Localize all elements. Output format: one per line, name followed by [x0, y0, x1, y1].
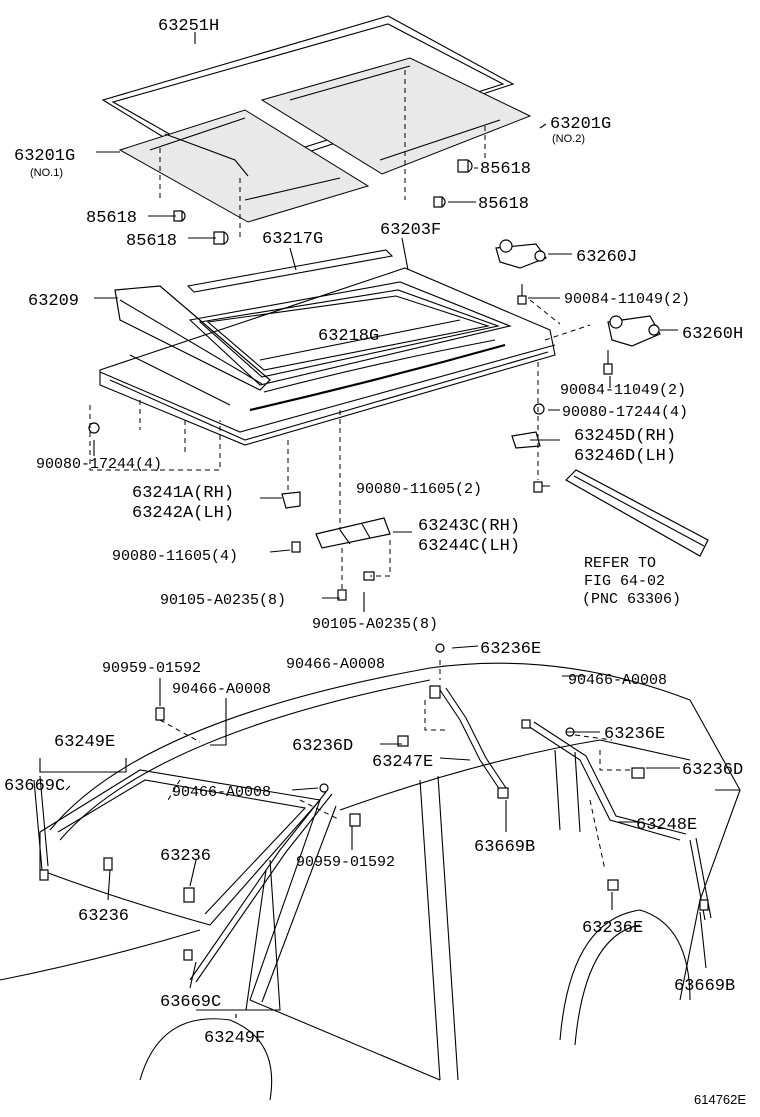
guide-glass1 — [159, 70, 486, 240]
part-63217G — [186, 249, 394, 293]
bolt-90080-11605-l — [291, 541, 301, 553]
label-63669C-a: 63669C — [4, 777, 65, 796]
label-90466-b: 90466-A0008 — [172, 681, 271, 698]
label-85618-a: 85618 — [86, 209, 137, 228]
label-85618-c: 85618 — [480, 160, 531, 179]
guide-lower — [159, 660, 630, 871]
clip-85618-b — [213, 231, 229, 245]
label-63201G-no1-sub: (NO.1) — [30, 167, 63, 179]
label-90105-a: 90105-A0235(8) — [160, 592, 286, 609]
label-90080-17244-l: 90080-17244(4) — [36, 456, 162, 473]
part-sunshade-roll — [565, 469, 709, 557]
label-63249F: 63249F — [204, 1029, 265, 1048]
label-90080-11605-l: 90080-11605(4) — [112, 548, 238, 565]
part-63201G-no2-glass — [260, 57, 532, 175]
part-63201G-no1-glass — [118, 109, 370, 223]
label-90084-b: 90084-11049(2) — [560, 382, 686, 399]
label-63201G-no1: 63201G — [14, 147, 75, 166]
nut-90080-17244-l — [88, 422, 100, 434]
label-90084-a: 90084-11049(2) — [564, 291, 690, 308]
label-63209: 63209 — [28, 292, 79, 311]
bolt-90084-a — [517, 284, 527, 305]
leaders-lower — [39, 645, 707, 1018]
label-63201G-no2: 63201G — [550, 115, 611, 134]
bolt-90084-b — [603, 350, 613, 375]
screw-90105-a — [337, 589, 347, 601]
label-63260J: 63260J — [576, 248, 637, 267]
label-90105-b: 90105-A0235(8) — [312, 616, 438, 633]
label-63236E-c: 63236E — [582, 919, 643, 938]
label-85618-d: 85618 — [478, 195, 529, 214]
bracket-63241A — [281, 491, 301, 509]
label-fig-64-02: FIG 64-02 — [584, 573, 665, 590]
label-63669B-a: 63669B — [474, 838, 535, 857]
fittings-lower — [39, 643, 709, 961]
label-63244C: 63244C(LH) — [418, 537, 520, 556]
part-63260H-motor — [607, 315, 661, 347]
label-63260H: 63260H — [682, 325, 743, 344]
part-63218G — [263, 339, 496, 393]
part-63260J-motor — [495, 239, 547, 269]
label-90466-d: 90466-A0008 — [172, 784, 271, 801]
label-63669C-b: 63669C — [160, 993, 221, 1012]
label-63236-b: 63236 — [78, 907, 129, 926]
leaders-upper — [93, 32, 678, 612]
nut-90080-17244-r — [533, 403, 545, 415]
label-63249E: 63249E — [54, 733, 115, 752]
vehicle-body — [0, 662, 741, 1101]
bracket-63243C — [315, 517, 391, 549]
label-63236E-a: 63236E — [480, 640, 541, 659]
label-63236-a: 63236 — [160, 847, 211, 866]
part-63203F-housing — [99, 267, 556, 446]
label-63245D: 63245D(RH) — [574, 427, 676, 446]
clip-85618-d — [433, 196, 446, 208]
label-85618-b: 85618 — [126, 232, 177, 251]
illustration-code: 614762E — [694, 1092, 746, 1107]
label-63243C: 63243C(RH) — [418, 517, 520, 536]
label-63247E: 63247E — [372, 753, 433, 772]
drain-hoses — [33, 687, 712, 983]
label-63248E: 63248E — [636, 816, 697, 835]
label-refer-to: REFER TO — [584, 555, 656, 572]
label-90959-b: 90959-01592 — [296, 854, 395, 871]
label-63236D-a: 63236D — [292, 737, 353, 756]
label-pnc-63306: (PNC 63306) — [582, 591, 681, 608]
label-63236E-b: 63236E — [604, 725, 665, 744]
bolt-90080-11605-r — [533, 481, 543, 493]
label-63242A: 63242A(LH) — [132, 504, 234, 523]
guide-middle — [89, 299, 591, 592]
label-63203F: 63203F — [380, 221, 441, 240]
label-63241A: 63241A(RH) — [132, 484, 234, 503]
label-90080-17244-r: 90080-17244(4) — [562, 404, 688, 421]
label-90080-11605-r: 90080-11605(2) — [356, 481, 482, 498]
clip-85618-c — [457, 159, 473, 173]
label-63236D-b: 63236D — [682, 761, 743, 780]
screw-90105-b — [363, 571, 375, 581]
part-63209-deflector — [114, 285, 271, 391]
bracket-63245D — [511, 431, 541, 449]
label-63218G: 63218G — [318, 327, 379, 346]
label-90466-a: 90466-A0008 — [286, 656, 385, 673]
label-63251H: 63251H — [158, 17, 219, 36]
label-90466-c: 90466-A0008 — [568, 672, 667, 689]
label-63246D: 63246D(LH) — [574, 447, 676, 466]
label-63201G-no2-sub: (NO.2) — [552, 133, 585, 145]
label-63669B-b: 63669B — [674, 977, 735, 996]
label-63217G: 63217G — [262, 230, 323, 249]
label-90959-a: 90959-01592 — [102, 660, 201, 677]
